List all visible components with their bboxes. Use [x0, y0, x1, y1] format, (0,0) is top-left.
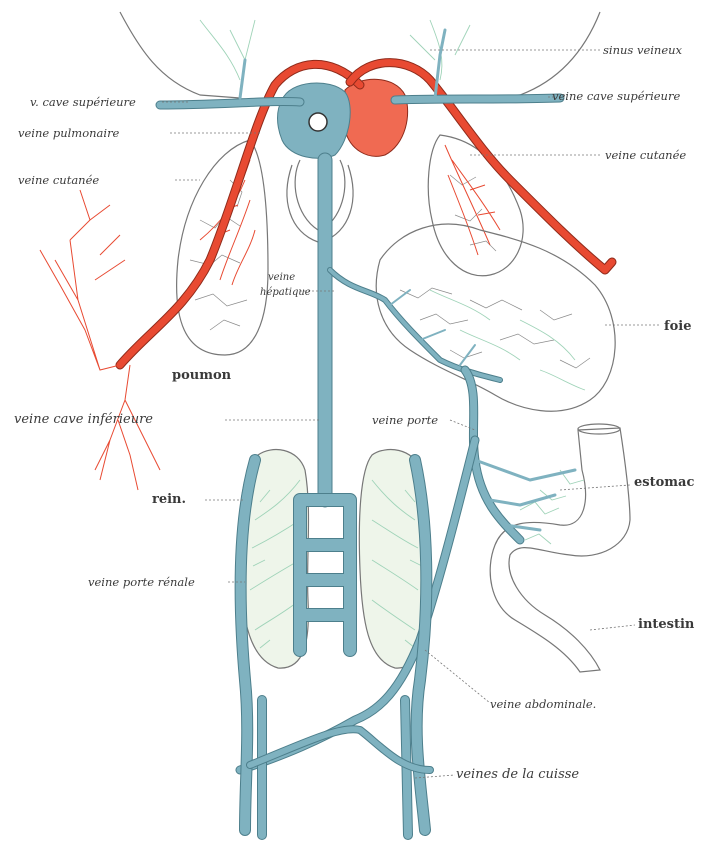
label-veine-porte: veine porte: [372, 413, 438, 427]
label-veines-cuisse: veines de la cuisse: [456, 767, 579, 782]
label-veine-abdominale: veine abdominale.: [490, 697, 596, 711]
label-cave-superieure-right: veine cave supérieure: [552, 89, 680, 103]
label-estomac: estomac: [634, 475, 694, 490]
label-veine-pulmonaire: veine pulmonaire: [18, 126, 120, 140]
label-rein: rein.: [152, 492, 186, 507]
label-veine-porte-renale: veine porte rénale: [88, 575, 195, 589]
label-poumon: poumon: [172, 368, 232, 383]
label-veine-cutanee-left: veine cutanée: [18, 173, 99, 187]
right-lung: [428, 135, 523, 276]
label-sinus-veineux: sinus veineux: [603, 43, 683, 57]
label-veine-hepatique-2: hépatique: [260, 287, 311, 298]
label-veine-cave-inferieure: veine cave inférieure: [14, 412, 153, 427]
label-veine-cutanee-right: veine cutanée: [605, 148, 686, 162]
label-intestin: intestin: [638, 617, 695, 632]
stomach-intestine: [490, 424, 630, 672]
label-veine-hepatique-1: veine: [268, 272, 295, 283]
left-lung: [177, 140, 268, 355]
label-cave-superieure-left: v. cave supérieure: [30, 95, 136, 109]
label-foie: foie: [664, 319, 691, 334]
